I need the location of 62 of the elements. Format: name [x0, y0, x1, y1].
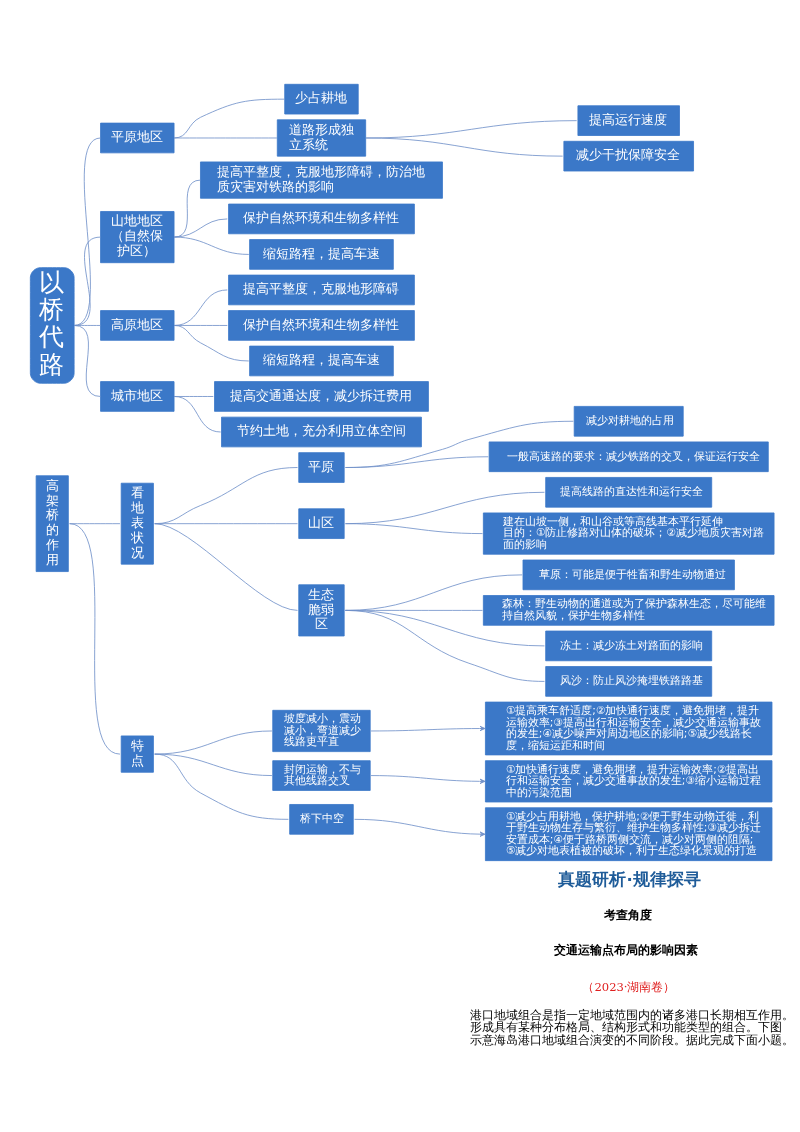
- node-box: 提高运行速度: [577, 105, 680, 136]
- connector: [365, 137, 564, 157]
- connector: [173, 98, 285, 139]
- node-box: 风沙：防止风沙掩埋铁路路基: [545, 666, 713, 697]
- node-box: 提高线路的直达性和运行安全: [545, 477, 713, 508]
- node-box: 保护自然环境和生物多样性: [228, 310, 415, 341]
- label: 考查角度: [603, 907, 652, 922]
- node-box: 城市地区: [100, 381, 175, 412]
- connector: [345, 609, 545, 682]
- node-box: 道路形成独立系统: [276, 119, 367, 157]
- node-box: 封闭运输，不与其他线路交叉: [272, 760, 371, 791]
- connector: [69, 523, 121, 755]
- node-box: 减少对耕地的占用: [573, 406, 684, 437]
- node-box: 提高平整度，克服地形障碍，防治地质灾害对铁路的影响: [200, 161, 443, 199]
- label: （2023·湖南卷）: [582, 979, 676, 994]
- node-box: 高架桥的作用: [35, 475, 69, 572]
- node-box: 冻土：减少冻土对路面的影响: [545, 630, 713, 662]
- node-box: 提高平整度，克服地形障碍: [228, 274, 415, 306]
- node-box: 缩短路程，提高车速: [249, 345, 394, 377]
- connector: [173, 325, 250, 362]
- node-box: 提高交通通达度，减少拆迁费用: [214, 381, 429, 412]
- node-box: ①加快通行速度，避免拥堵，提升运输效率;②提高出行和运输安全，减少交通事故的发生;③缩小运输过程中的污染范围: [485, 760, 773, 803]
- node-box: 看地表状况: [120, 482, 154, 565]
- connector: [345, 523, 483, 534]
- arrow: [370, 775, 486, 784]
- connector: [173, 218, 228, 238]
- node-box: 山区: [298, 508, 345, 539]
- arrow: [354, 818, 486, 837]
- node-box: 保护自然环境和生物多样性: [228, 203, 415, 235]
- node-box: 平原: [298, 452, 345, 483]
- node-box: 平原地区: [100, 122, 175, 154]
- connector: [173, 396, 222, 433]
- connector: [345, 420, 574, 468]
- connector: [154, 730, 273, 755]
- node-box: 节约土地，充分利用立体空间: [221, 416, 422, 448]
- node-box: ①提高乘车舒适度;②加快通行速度，避免拥堵，提升运输效率;③提高出行和运输安全，减少交通运输事故的发生;④减少噪声对周边地区的影响;⑤减少线路长度，缩短运距和时间: [485, 701, 773, 756]
- connector: [173, 137, 278, 139]
- connector: [154, 753, 273, 776]
- node-box: 高原地区: [100, 310, 175, 341]
- connector: [73, 325, 101, 397]
- node-box: 特点: [120, 735, 154, 773]
- label: 港口地域组合是指一定地域范围内的诸多港口长期相互作用。形成具有某种分布格局、结构形式和功能类型的组合。下图示意海岛港口地域组合演变的不同阶段。据此完成下面小题。: [469, 1007, 794, 1047]
- node-box: 森林：野生动物的通道或为了保护森林生态，尽可能维持自然风貌，保护生物多样性: [482, 595, 775, 626]
- node-box: 桥下中空: [289, 804, 354, 835]
- connector: [154, 523, 298, 611]
- node-box: 一般高速路的要求：减少铁路的交叉，保证运行安全: [488, 441, 769, 473]
- connector: [154, 753, 289, 820]
- node-box: 减少干扰保障安全: [563, 140, 694, 172]
- connector: [345, 456, 489, 468]
- arrow: [370, 725, 486, 732]
- connector: [173, 236, 250, 255]
- node-box: 以桥代路: [29, 267, 75, 384]
- node-box: 生态脆弱区: [298, 584, 345, 637]
- node-box: 山地地区（自然保护区）: [100, 211, 175, 264]
- node-box: 少占耕地: [284, 83, 359, 115]
- node-box: ①减少占用耕地，保护耕地;②便于野生动物迁徙，利于野生动物生存与繁衍、维护生物多样性;③减少拆迁安置成本;④便于路桥两侧交流，减少对两侧的阻隔;⑤减少对地表植被的破坏，利于生态绿化景观的打造: [485, 807, 773, 862]
- node-box: 建在山坡一侧，和山谷或等高线基本平行延伸 目的：①防止修路对山体的破坏；②减少地质灾害对路面的影响: [482, 512, 775, 555]
- node-box: 缩短路程，提高车速: [249, 239, 394, 270]
- node-box: 草原：可能是便于牲畜和野生动物通过: [522, 559, 735, 591]
- connector: [73, 137, 101, 326]
- node-box: 坡度减小，震动减小，弯道减少线路更平直: [272, 709, 371, 753]
- label: 交通运输点布局的影响因素: [553, 943, 698, 958]
